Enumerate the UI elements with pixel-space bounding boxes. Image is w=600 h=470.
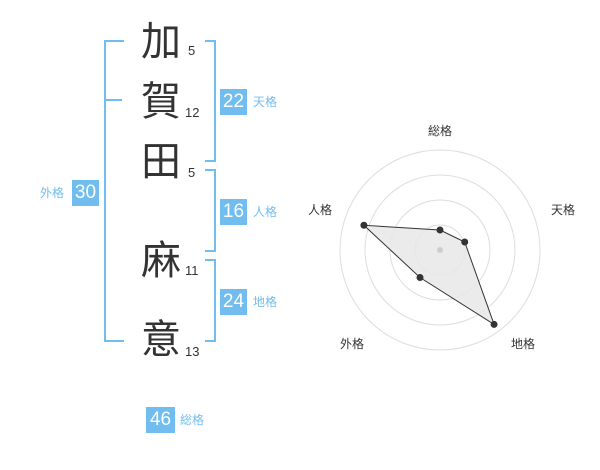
strokes-3: 5 bbox=[188, 165, 196, 180]
radar-axis-label: 総格 bbox=[428, 124, 453, 138]
radar-axis-label: 人格 bbox=[308, 203, 333, 217]
kanji-4: 麻 bbox=[141, 238, 181, 284]
soukaku-label: 総格 bbox=[180, 413, 205, 427]
radar-axis-label: 天格 bbox=[551, 203, 576, 217]
radar-point bbox=[416, 274, 424, 282]
jinkaku-label: 人格 bbox=[253, 205, 278, 219]
kanji-1: 加 bbox=[141, 19, 181, 65]
tenkaku-label: 天格 bbox=[253, 95, 278, 109]
radar-point bbox=[360, 221, 368, 229]
strokes-1: 5 bbox=[188, 43, 196, 58]
radar-axis-label: 地格 bbox=[511, 337, 536, 351]
tenkaku-score: 22 bbox=[220, 89, 247, 115]
chikaku-score: 24 bbox=[220, 289, 247, 315]
gaikaku-bracket bbox=[104, 40, 124, 342]
radar-grid-ring bbox=[339, 149, 541, 351]
radar-center-dot bbox=[437, 247, 443, 253]
radar-point bbox=[436, 226, 444, 234]
chikaku-label: 地格 bbox=[253, 295, 278, 309]
radar-point bbox=[461, 238, 469, 246]
radar-series-area bbox=[362, 224, 496, 326]
jinkaku-bracket bbox=[205, 169, 216, 252]
kanji-2: 賀 bbox=[141, 79, 181, 125]
strokes-5: 13 bbox=[185, 344, 200, 359]
radar-point bbox=[490, 320, 498, 328]
kanji-3: 田 bbox=[141, 139, 181, 185]
kanji-5: 意 bbox=[141, 317, 181, 363]
radar-grid-ring bbox=[364, 174, 516, 326]
gaikaku-label: 外格 bbox=[40, 186, 65, 200]
chikaku-bracket bbox=[205, 259, 216, 342]
soukaku-score: 46 bbox=[146, 407, 175, 433]
gaikaku-bracket-tick bbox=[104, 99, 122, 101]
gaikaku-score: 30 bbox=[72, 180, 99, 206]
jinkaku-score: 16 bbox=[220, 199, 247, 225]
strokes-4: 11 bbox=[185, 263, 199, 278]
tenkaku-bracket bbox=[205, 40, 216, 162]
radar-axis-label: 外格 bbox=[340, 337, 365, 351]
strokes-2: 12 bbox=[185, 105, 200, 120]
